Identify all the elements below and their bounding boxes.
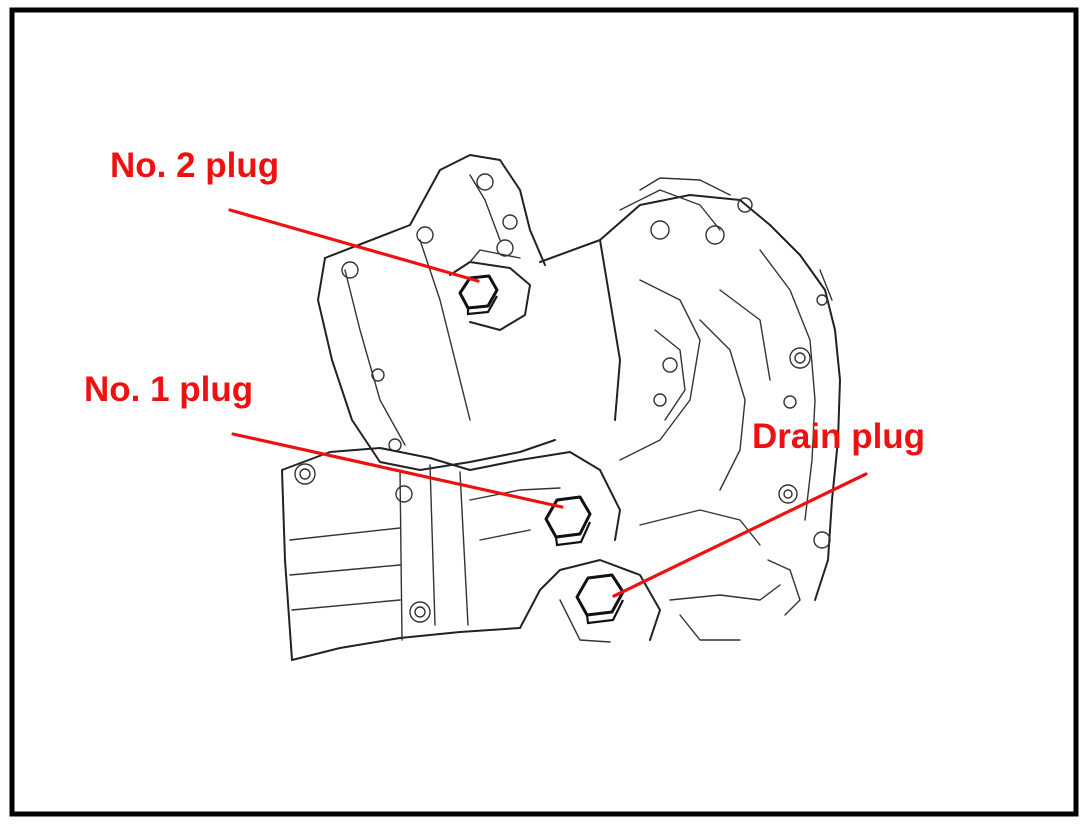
no2-plug-leader — [228, 208, 480, 283]
no1-plug-label: No. 1 plug — [84, 370, 253, 409]
no2-plug-bolt — [458, 274, 499, 316]
no2-plug-label: No. 2 plug — [110, 146, 279, 185]
callout-leaders — [228, 208, 868, 598]
transmission-case-drawing — [281, 154, 841, 661]
figure-frame — [9, 7, 1079, 817]
drain-plug-bolt — [575, 573, 625, 625]
no1-plug-leader — [231, 432, 564, 509]
drain-plug-leader — [612, 472, 868, 598]
drain-plug-label: Drain plug — [752, 417, 925, 456]
